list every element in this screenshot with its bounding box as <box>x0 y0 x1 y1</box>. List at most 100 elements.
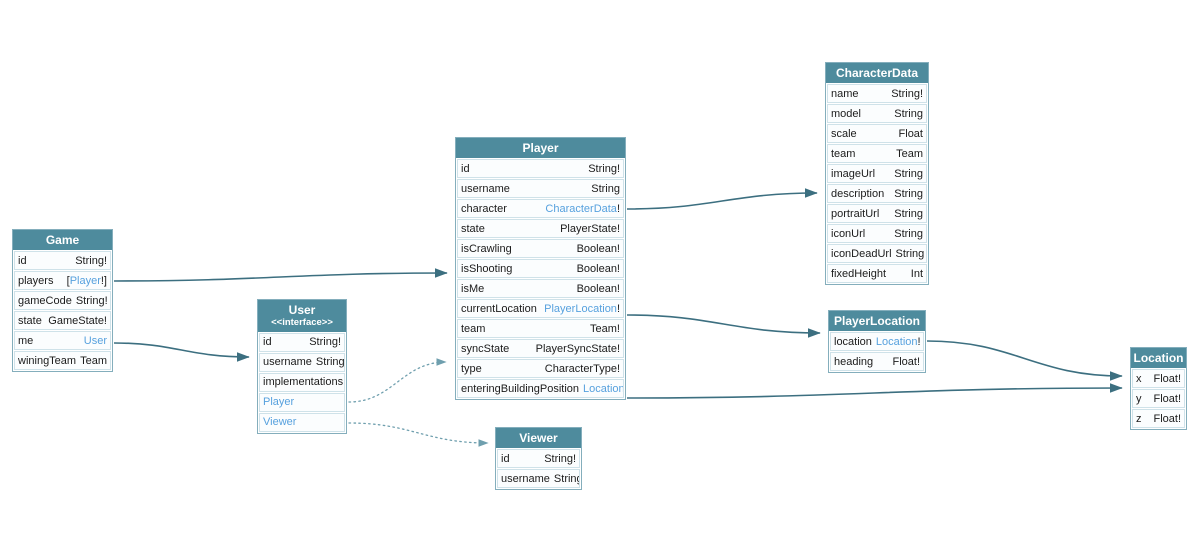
type-title: User <box>288 303 316 317</box>
type-link[interactable]: Location <box>875 335 918 348</box>
field-name: id <box>18 254 27 267</box>
type-node-game-header[interactable]: Game <box>13 230 112 251</box>
field-row-user-Viewer[interactable]: Viewer <box>259 412 345 432</box>
type-link[interactable]: PlayerLocation <box>544 302 617 315</box>
field-type: String! <box>891 88 923 100</box>
type-title: PlayerLocation <box>833 314 921 328</box>
field-name-link[interactable]: Player <box>263 396 295 409</box>
type-text: String <box>894 187 923 200</box>
field-row-characterData-scale[interactable]: scale Float <box>827 124 927 144</box>
field-type: Float! <box>892 356 920 368</box>
field-type: Location! <box>876 336 921 348</box>
type-node-user-header[interactable]: User <<interface>> <box>258 300 346 332</box>
type-link[interactable]: Location <box>583 382 624 395</box>
type-node-playerlocation-header[interactable]: PlayerLocation <box>829 311 925 332</box>
field-type: Boolean! <box>577 243 620 255</box>
type-text: Float <box>898 127 923 140</box>
field-name: fixedHeight <box>831 267 887 280</box>
type-text: ! <box>917 335 921 348</box>
field-type: PlayerState! <box>560 223 620 235</box>
type-text: String! <box>588 162 620 175</box>
field-type: PlayerSyncState! <box>536 343 620 355</box>
edge-user-viewer-implementation <box>348 422 489 447</box>
type-text: String <box>553 472 580 485</box>
field-name: state <box>461 222 485 235</box>
field-name-link[interactable]: Viewer <box>263 416 297 429</box>
type-link[interactable]: Player <box>69 274 101 287</box>
field-type: Float <box>899 128 923 140</box>
type-text: String! <box>309 336 341 349</box>
type-link[interactable]: User <box>83 334 107 347</box>
field-name: y <box>1136 392 1142 405</box>
type-node-viewer-header[interactable]: Viewer <box>496 428 581 449</box>
field-type: PlayerLocation! <box>544 303 620 315</box>
field-type: Location <box>583 382 624 395</box>
type-text: Team <box>896 147 923 160</box>
field-name: scale <box>831 127 857 140</box>
field-row-user-Player[interactable]: Player <box>259 392 345 412</box>
field-row-player-syncState[interactable]: syncState PlayerSyncState! <box>457 339 624 359</box>
field-name: portraitUrl <box>831 207 880 220</box>
field-name: heading <box>834 355 874 368</box>
field-name: syncState <box>461 342 510 355</box>
field-row-game-players[interactable]: players[Player!] <box>14 271 111 291</box>
field-row-user-implementations[interactable]: implementations <box>259 372 345 392</box>
interface-badge: <<interface>> <box>271 317 333 329</box>
type-link[interactable]: CharacterData <box>545 202 617 215</box>
field-type: String! <box>544 453 576 465</box>
type-title: Game <box>45 233 80 247</box>
field-type: String <box>553 472 580 485</box>
field-row-playerLocation-heading[interactable]: heading Float! <box>830 352 924 372</box>
field-row-player-state[interactable]: state PlayerState! <box>457 219 624 239</box>
type-text: Boolean! <box>576 262 620 275</box>
type-text: PlayerState! <box>560 222 620 235</box>
field-name: username <box>461 182 510 195</box>
type-text: String! <box>75 294 108 307</box>
type-node-location-header[interactable]: Location <box>1131 348 1186 369</box>
type-node-player-header[interactable]: Player <box>456 138 625 159</box>
field-name: imageUrl <box>831 167 876 180</box>
type-node-characterdata-header[interactable]: CharacterData <box>826 63 928 84</box>
